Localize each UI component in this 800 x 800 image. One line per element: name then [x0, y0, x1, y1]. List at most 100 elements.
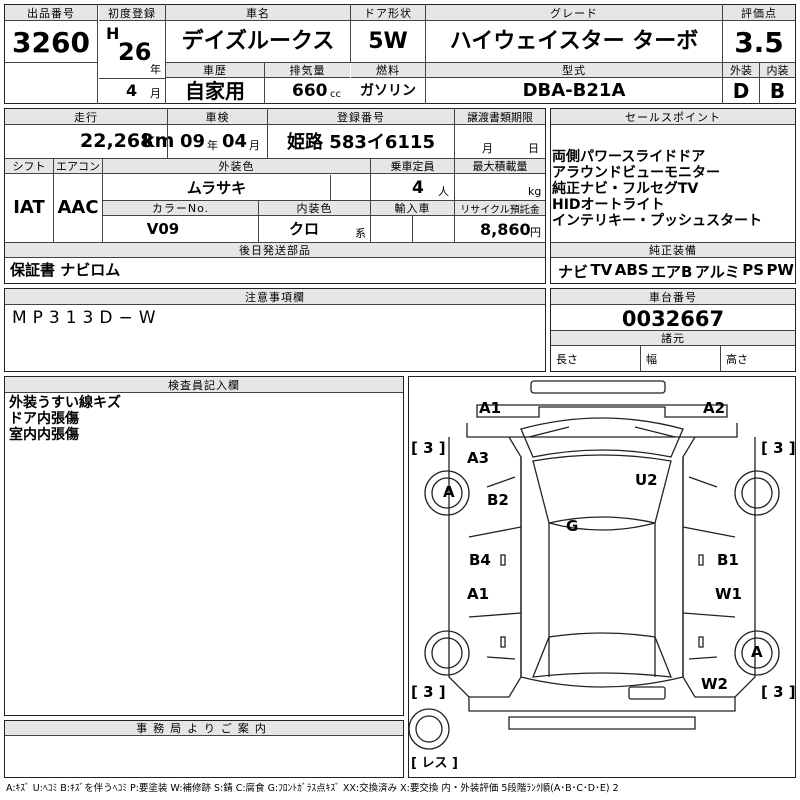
car-name-label: 車名 [166, 5, 350, 21]
transfer-month-unit: 月 [482, 142, 493, 155]
door-label: ドア形状 [351, 5, 425, 21]
lot-number: 3260 [12, 26, 90, 59]
score: 3.5 [734, 26, 784, 59]
ext-label: 外装 [723, 63, 759, 78]
damage-mark-a1-rear-left: A1 [467, 585, 490, 603]
recycle-label: リサイクル預託金 [455, 201, 545, 216]
shift: IAT [13, 197, 45, 218]
ac-label: エアコン [54, 159, 102, 174]
inspector-notes: 外装うすい線キズ ドア内張傷 室内内張傷 [9, 396, 121, 442]
chassis-number: 0032667 [621, 306, 725, 331]
car-diagram: A1 A2 A3 A B2 U2 G B4 B1 A1 W1 A W2 [ 3 … [408, 376, 796, 778]
width-label: 幅 [646, 353, 657, 366]
mileage: 22,268 [80, 130, 154, 152]
mileage-label: 走行 [5, 109, 167, 125]
height-label: 高さ [726, 353, 748, 366]
ext-grade: D [732, 79, 750, 103]
equip-label: 純正装備 [551, 243, 795, 258]
tire-tread-front-left: [ 3 ] [411, 439, 446, 457]
damage-mark-a1-front-left: A1 [479, 399, 502, 417]
door-type: 5W [368, 29, 408, 54]
damage-mark-b1: B1 [717, 551, 739, 569]
inspection-month: 04 [222, 131, 248, 152]
displacement: 660 [292, 81, 328, 101]
reg-label: 登録番号 [268, 109, 454, 125]
recycle-unit: 円 [530, 226, 541, 239]
equip-item: PS [742, 261, 764, 279]
damage-mark-w1: W1 [715, 585, 742, 603]
equip-item: TV [590, 261, 613, 279]
later-parts: 保証書 ナビロム [10, 261, 121, 279]
spec-label: 諸元 [551, 331, 795, 346]
equip-item: ABS [614, 261, 649, 279]
equip-item: PW [766, 261, 794, 279]
load-unit: kg [528, 185, 542, 198]
notes-label: 注意事項欄 [5, 289, 545, 305]
sales-label: セールスポイント [551, 109, 795, 125]
fuel-label: 燃料 [351, 63, 425, 78]
inspection-year-unit: 年 [207, 139, 218, 152]
notes-text: MP313D−W [12, 308, 162, 328]
ac: AAC [57, 197, 99, 218]
grade: ハイウェイスター ターボ [449, 29, 699, 54]
sales-point: 両側パワースライドドア [552, 149, 706, 165]
equip-item: ナビ [558, 263, 589, 281]
damage-mark-a3: A3 [467, 449, 490, 467]
displacement-unit: cc [330, 89, 341, 100]
chassis-label: 車台番号 [551, 289, 795, 305]
equip-item: エアB [651, 263, 693, 281]
inspection-year: 09 [180, 131, 206, 152]
history: 自家用 [185, 79, 245, 103]
interior-color-unit: 系 [355, 227, 366, 240]
mileage-unit: km [142, 130, 175, 152]
inspection-month-unit: 月 [249, 139, 260, 152]
sales-point: 純正ナビ・フルセグTV [552, 181, 699, 197]
capacity-unit: 人 [438, 185, 449, 198]
int-label: 内装 [760, 63, 795, 78]
history-label: 車歴 [166, 63, 264, 78]
capacity: 4 [412, 178, 424, 198]
damage-mark-w2: W2 [701, 675, 728, 693]
shift-label: シフト [5, 159, 53, 174]
interior-color: クロ [288, 219, 319, 238]
inspector-line: 室内内張傷 [9, 427, 79, 443]
displacement-label: 排気量 [265, 63, 350, 78]
first-reg-label: 初度登録 [99, 5, 165, 21]
damage-mark-a-wheel: A [443, 483, 455, 501]
damage-mark-a2-front-right: A2 [703, 399, 726, 417]
tire-tread-front-right: [ 3 ] [761, 439, 796, 457]
legend: A:ｷｽﾞ U:ﾍｺﾐ B:ｷｽﾞを伴うﾍｺﾐ P:要塗装 W:補修跡 S:錆 … [6, 783, 619, 794]
damage-mark-u2: U2 [635, 471, 658, 489]
int-grade: B [769, 79, 786, 103]
reg-number: 姫路 583イ6115 [287, 132, 435, 153]
inspector-block [4, 376, 404, 716]
capacity-label: 乗車定員 [371, 159, 454, 174]
first-reg-month: 4 [126, 81, 138, 100]
first-reg-year: 26 [118, 38, 152, 66]
damage-mark-g: G [566, 517, 579, 535]
model-label: 型式 [426, 63, 722, 78]
color-label: 外装色 [103, 159, 370, 174]
equip-item: アルミ [694, 263, 740, 281]
damage-mark-b2: B2 [487, 491, 509, 509]
month-unit: 月 [150, 87, 161, 100]
import-label: 輸入車 [371, 201, 454, 216]
transfer-day-unit: 日 [528, 142, 539, 155]
grade-label: グレード [426, 5, 722, 21]
model: DBA-B21A [522, 80, 626, 101]
spare-tire-status: [ レス ] [411, 756, 458, 771]
inspector-line: 外装うすい線キズ [9, 395, 121, 411]
sales-point: HIDオートライト [552, 197, 665, 213]
era: H [106, 24, 120, 43]
lot-label: 出品番号 [5, 5, 97, 21]
lot-cell [4, 4, 98, 104]
year-unit: 年 [150, 63, 161, 76]
tire-tread-rear-left: [ 3 ] [411, 683, 446, 701]
sales-point: インテリキー・プッシュスタート [552, 213, 762, 229]
transfer-label: 譲渡書類期限 [455, 109, 545, 125]
tire-tread-rear-right: [ 3 ] [761, 683, 796, 701]
color-no: V09 [146, 219, 180, 238]
sales-points: 両側パワースライドドア アラウンドビューモニター 純正ナビ・フルセグTV HID… [552, 150, 796, 228]
damage-mark-a-wheel-rear: A [751, 643, 763, 661]
load-label: 最大積載量 [455, 159, 545, 174]
